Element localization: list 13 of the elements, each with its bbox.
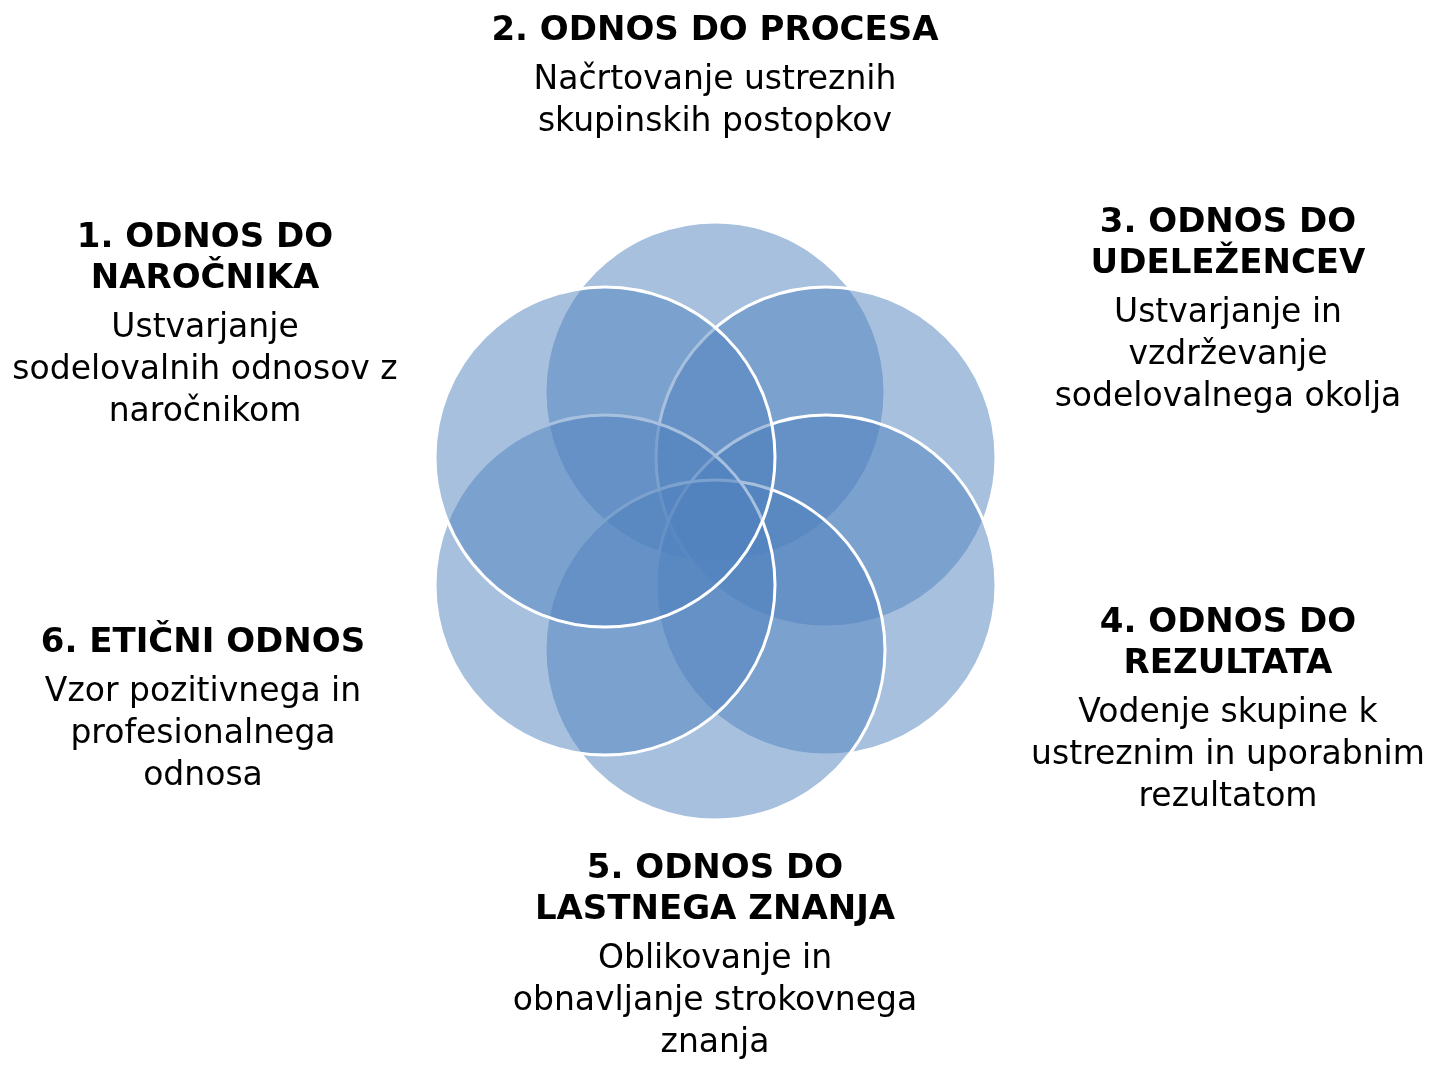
heading: 4. ODNOS DO REZULTATA — [1098, 600, 1358, 682]
heading: 3. ODNOS DO UDELEŽENCEV — [1089, 200, 1367, 282]
heading: 1. ODNOS DO NAROČNIKA — [75, 215, 335, 297]
description: Ustvarjanje sodelovalnih odnosov z naročnikom — [11, 305, 399, 431]
description: Ustvarjanje in vzdrževanje sodelovalnega okolja — [1053, 290, 1403, 416]
description: Načrtovanje ustreznih skupinskih postopkov — [532, 57, 898, 141]
heading: 2. ODNOS DO PROCESA — [490, 8, 940, 49]
heading: 5. ODNOS DO LASTNEGA ZNANJA — [533, 846, 897, 928]
description: Vzor pozitivnega in profesionalnega odnosa — [43, 669, 363, 795]
description: Oblikovanje in obnavljanje strokovnega znanja — [511, 936, 919, 1062]
overlapping-circle — [433, 285, 777, 629]
description: Vodenje skupine k ustreznim in uporabnim rezultatom — [1030, 690, 1426, 816]
heading: 6. ETIČNI ODNOS — [39, 620, 367, 661]
